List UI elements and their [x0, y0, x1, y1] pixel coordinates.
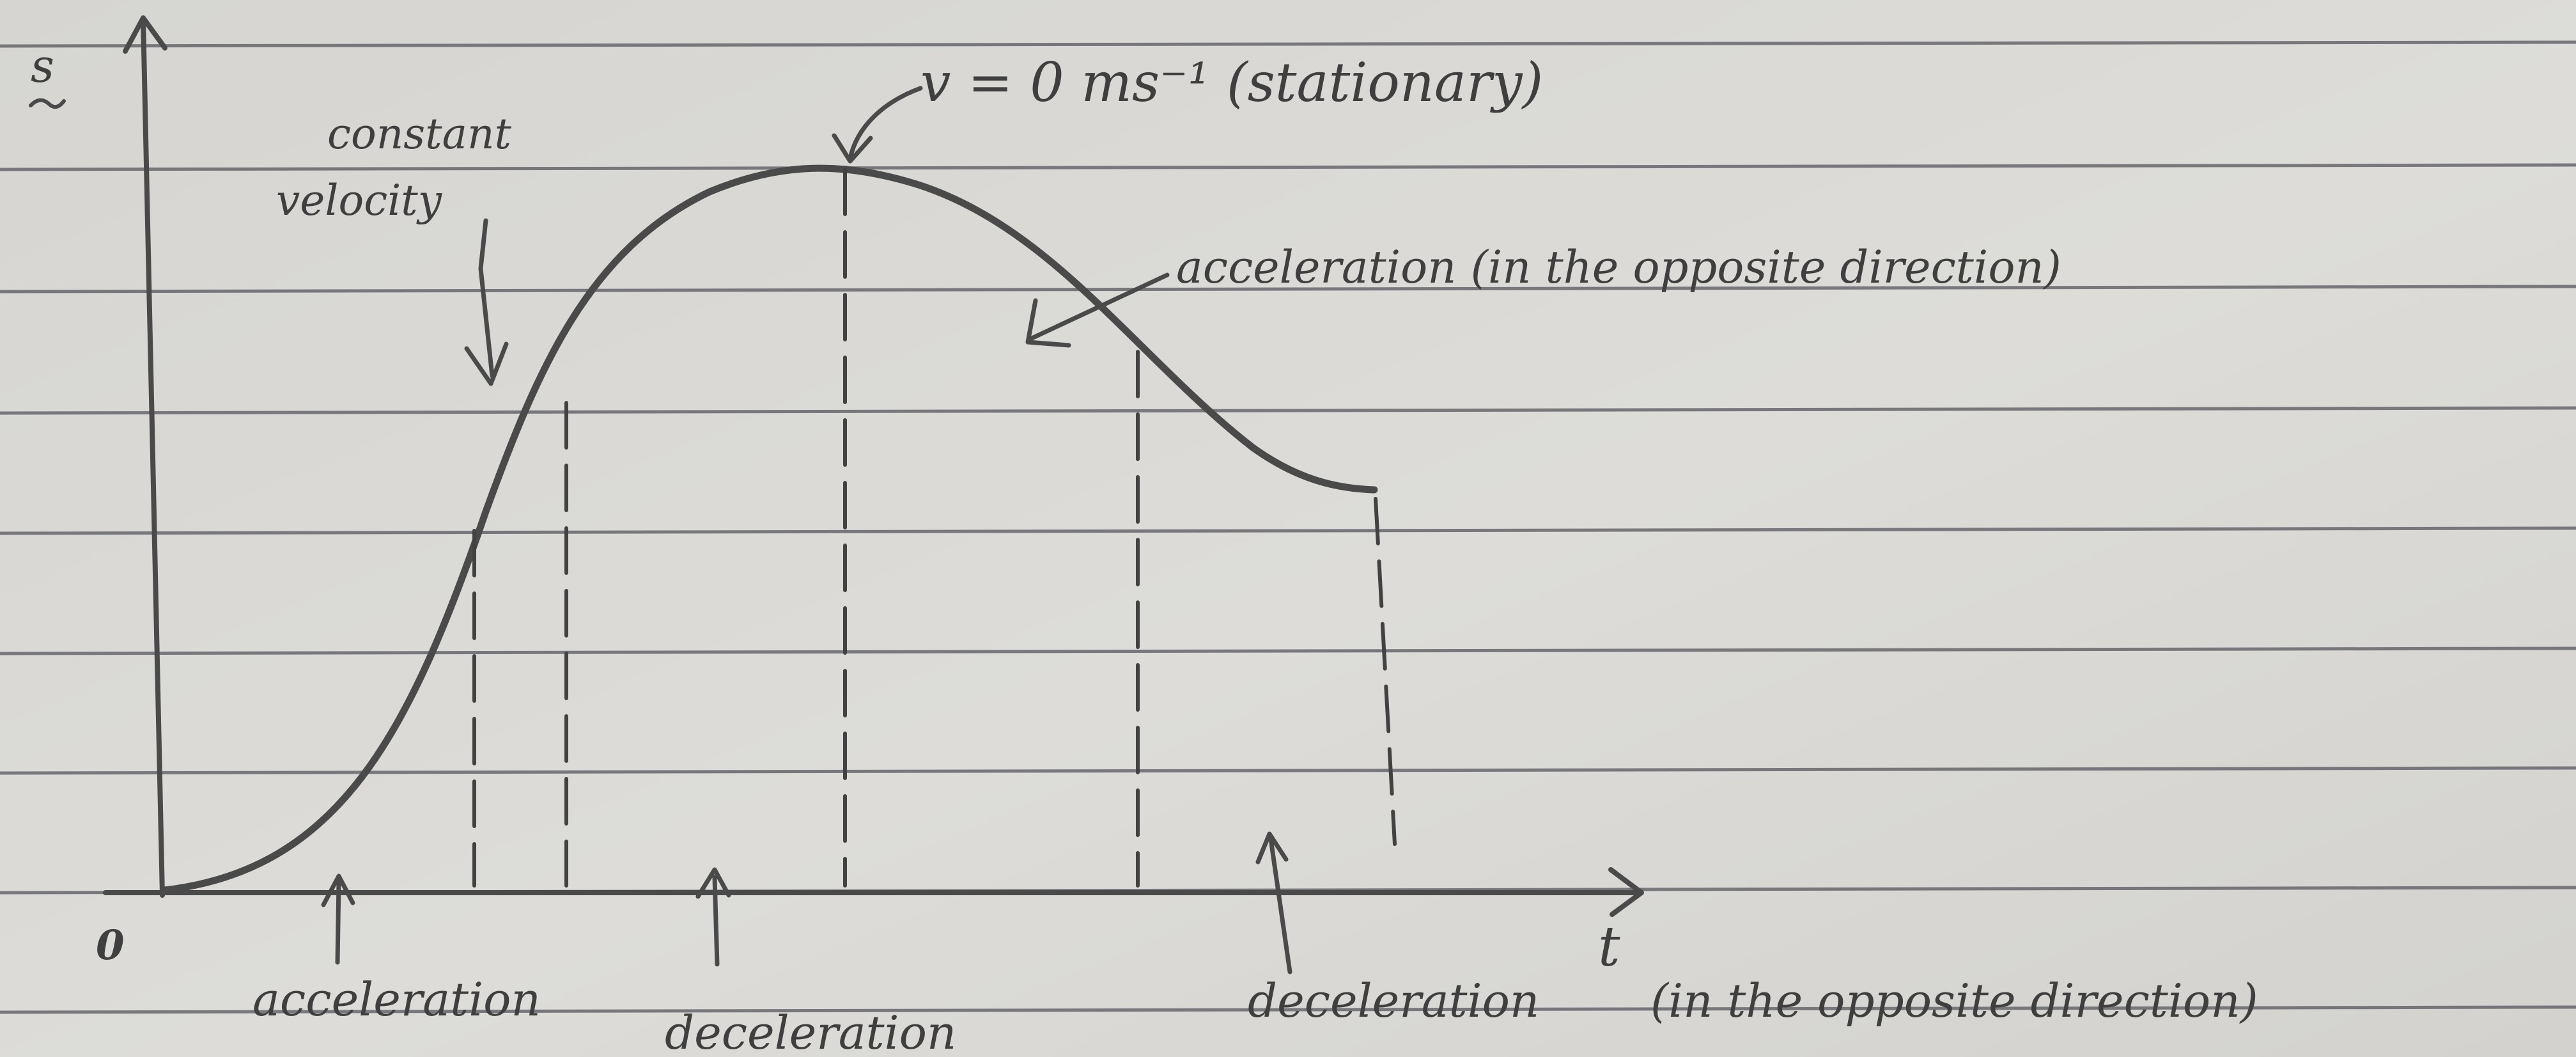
- constant-velocity-label-2: velocity: [276, 176, 442, 225]
- ruled-line: [0, 526, 2576, 535]
- constant-velocity-arrow: [478, 218, 495, 379]
- ruled-line: [0, 40, 2576, 48]
- vector-tilde: [29, 98, 66, 109]
- phase-divider-lines: [472, 168, 1397, 888]
- y-axis-label: s: [31, 39, 54, 93]
- arrowhead: [695, 867, 731, 899]
- axes: [103, 15, 1644, 917]
- stationary-arrow: [848, 86, 923, 161]
- right-deceleration-label: deceleration: [1248, 974, 1539, 1028]
- ruled-line: [0, 1005, 2576, 1014]
- x-axis-label: t: [1598, 915, 1620, 979]
- opposite-accel-arrow: [1028, 272, 1170, 341]
- handwritten-labels: s t 0 v = 0 ms⁻¹ (stationary) constant v…: [29, 39, 2258, 1057]
- ruled-line: [0, 163, 2576, 171]
- deceleration-arrow: [712, 875, 720, 967]
- opposite-direction-label: (in the opposite direction): [1650, 974, 2258, 1028]
- x-axis-arrowhead: [1608, 867, 1644, 917]
- arrowhead: [1025, 298, 1071, 348]
- opposite-acceleration-label: acceleration (in the opposite direction): [1176, 241, 2061, 294]
- right-deceleration-arrow: [1268, 836, 1292, 975]
- arrowhead: [321, 873, 355, 907]
- ruled-line: [0, 406, 2576, 415]
- ruled-line: [0, 285, 2576, 294]
- arrowhead: [464, 341, 509, 386]
- acceleration-arrow: [335, 880, 341, 965]
- divider-line: [1374, 497, 1397, 846]
- displacement-curve: [161, 164, 1378, 894]
- annotation-arrows: [321, 86, 1292, 975]
- arrowhead: [1255, 831, 1289, 865]
- origin-label: 0: [96, 921, 125, 969]
- constant-velocity-label-1: constant: [327, 109, 511, 159]
- y-axis-line: [141, 17, 165, 898]
- y-axis-arrowhead: [123, 15, 167, 54]
- acceleration-label: acceleration: [252, 973, 541, 1026]
- arrowhead: [832, 133, 873, 164]
- stationary-label: v = 0 ms⁻¹ (stationary): [920, 51, 1543, 114]
- deceleration-label: deceleration: [665, 1006, 956, 1057]
- ruled-line: [0, 766, 2576, 775]
